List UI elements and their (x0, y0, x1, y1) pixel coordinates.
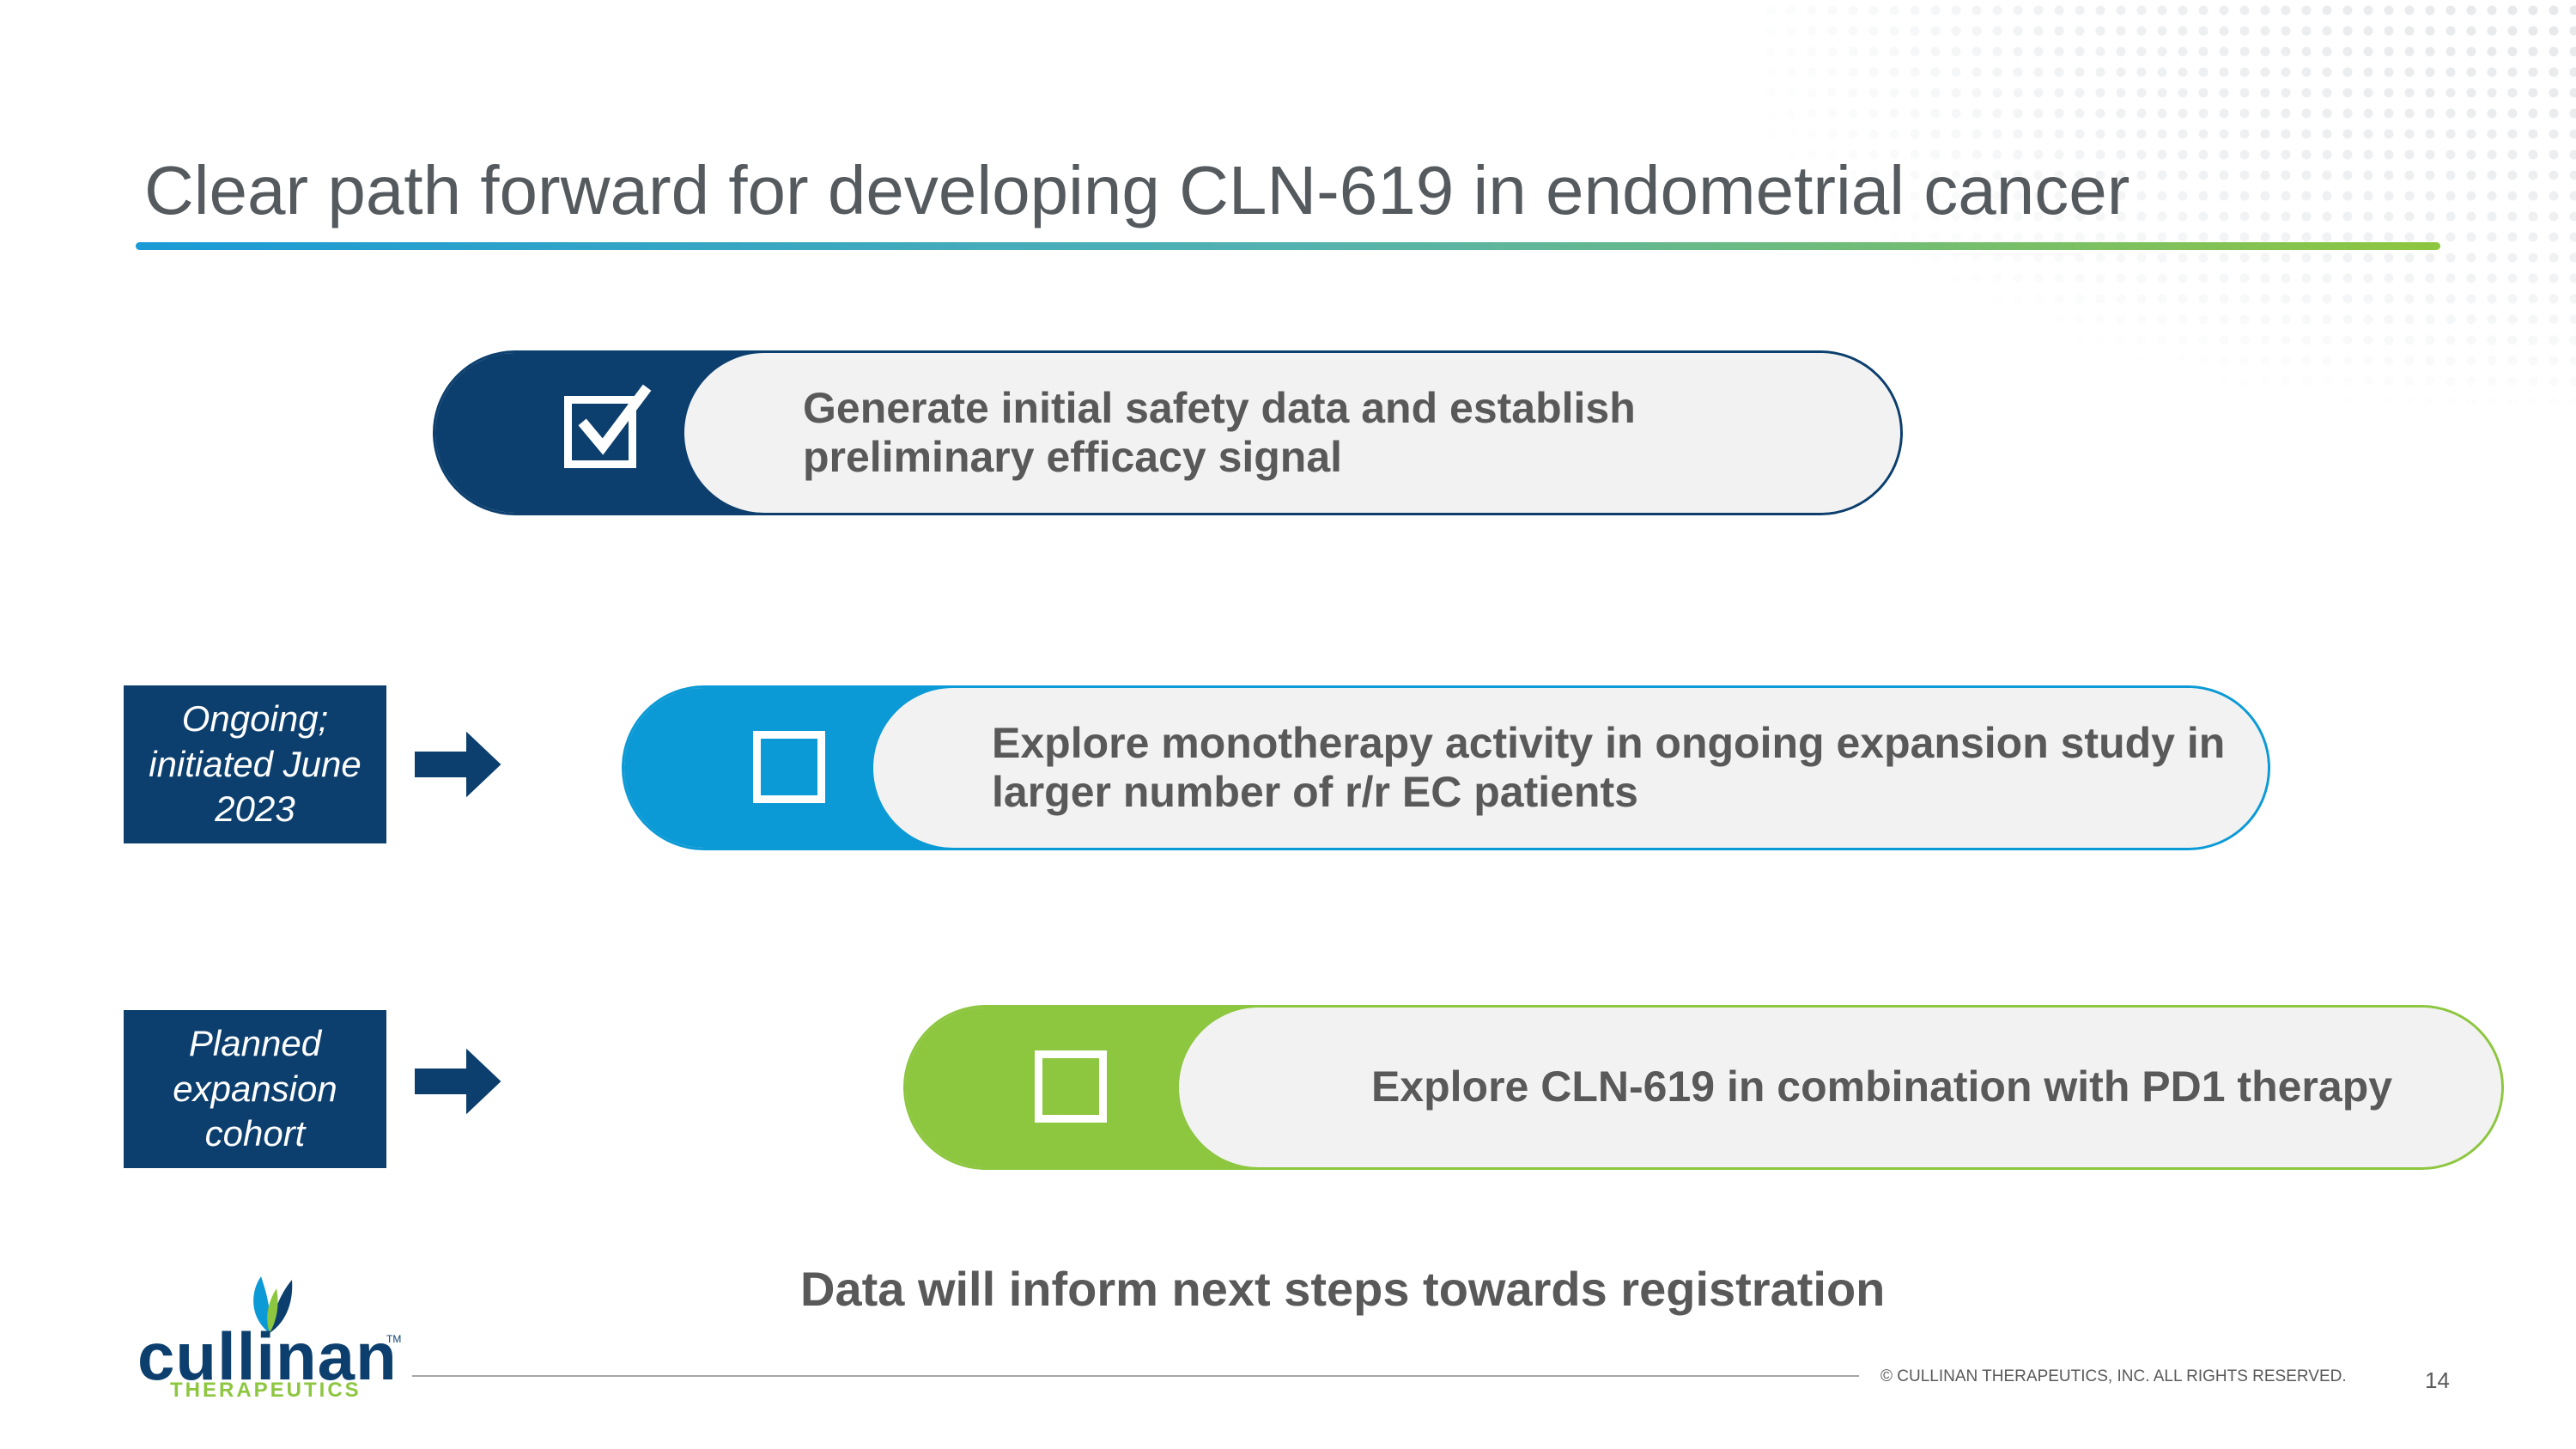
step-2-text: Explore monotherapy activity in ongoing … (992, 718, 2226, 817)
company-logo: cullinan TM THERAPEUTICS (137, 1263, 401, 1402)
empty-box-icon (1035, 1050, 1107, 1123)
title-underline (136, 242, 2440, 250)
copyright-text: © CULLINAN THERAPEUTICS, INC. ALL RIGHTS… (1880, 1367, 2347, 1385)
leaf-logo-icon (253, 1276, 293, 1333)
step-2-pill: Explore monotherapy activity in ongoing … (622, 685, 2270, 850)
right-arrow-icon (415, 732, 501, 797)
logo-trademark: TM (386, 1333, 402, 1345)
step-3-text: Explore CLN-619 in combination with PD1 … (1370, 1062, 2393, 1111)
logo-wordmark: cullinan (137, 1318, 398, 1394)
decorative-dot-pattern (1760, 0, 2576, 404)
status-box-ongoing: Ongoing; initiated June 2023 (124, 685, 386, 843)
status-box-planned: Planned expansion cohort (124, 1010, 386, 1168)
step-3-inner (1179, 1008, 2501, 1167)
step-3-pill: Explore CLN-619 in combination with PD1 … (903, 1005, 2504, 1170)
slide-title: Clear path forward for developing CLN-61… (144, 152, 2130, 228)
page-number: 14 (2425, 1367, 2450, 1393)
step-1-inner (684, 353, 1900, 513)
right-arrow-icon (415, 1049, 501, 1114)
checked-box-icon (564, 384, 652, 468)
checkmark-icon (578, 384, 652, 455)
summary-statement: Data will inform next steps towards regi… (800, 1262, 1886, 1316)
step-1-text: Generate initial safety data and establi… (803, 383, 1636, 482)
empty-box-icon (753, 731, 825, 803)
step-2-inner (873, 688, 2268, 848)
step-1-pill: Generate initial safety data and establi… (433, 350, 1903, 515)
footer-divider (412, 1375, 1859, 1377)
logo-subtitle: THERAPEUTICS (170, 1379, 361, 1402)
